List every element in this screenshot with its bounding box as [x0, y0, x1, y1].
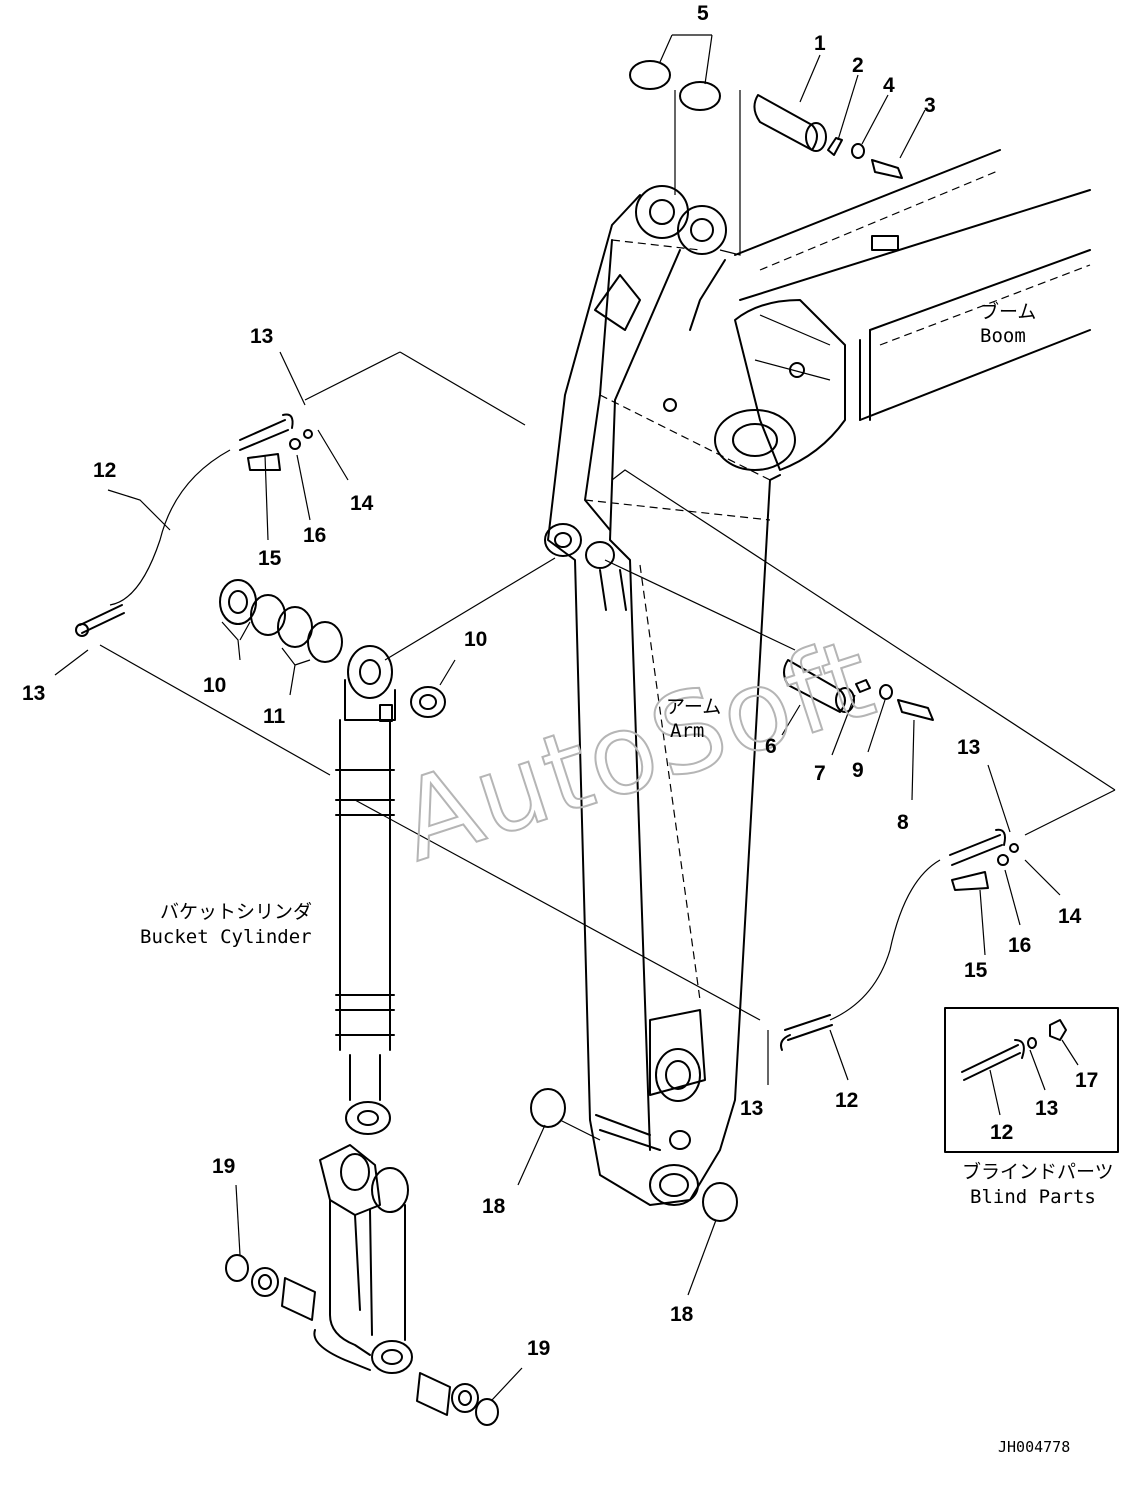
callout-6: 6	[765, 735, 777, 758]
arm-label-jp: アーム	[666, 696, 721, 718]
callout-19-a: 19	[212, 1155, 235, 1178]
callout-13-a: 13	[250, 325, 273, 348]
shim-washers	[219, 579, 446, 718]
callout-12-b: 12	[835, 1089, 858, 1112]
pin-group-top	[629, 60, 903, 179]
callout-15-b: 15	[964, 959, 988, 982]
callout-1: 1	[814, 32, 826, 55]
callout-8: 8	[897, 811, 909, 834]
callout-18-b: 18	[670, 1303, 694, 1326]
boom-structure	[663, 149, 1091, 471]
callout-12-a: 12	[93, 459, 116, 482]
callout-4: 4	[883, 74, 895, 97]
callout-13-b: 13	[22, 682, 45, 705]
callout-14-a: 14	[350, 492, 374, 515]
callout-13-d: 13	[740, 1097, 763, 1120]
callout-12-c: 12	[990, 1121, 1013, 1144]
callout-16-b: 16	[1008, 934, 1031, 957]
leader-lines	[54, 34, 1116, 1401]
callout-2: 2	[852, 54, 864, 77]
callout-13-c: 13	[957, 736, 980, 759]
callout-3: 3	[924, 94, 936, 117]
callout-13-e: 13	[1035, 1097, 1058, 1120]
callout-10-b: 10	[464, 628, 487, 651]
watermark-text: AutoSoft	[385, 613, 889, 886]
callout-5: 5	[697, 2, 709, 25]
cylinder-label-jp: バケットシリンダ	[160, 901, 312, 923]
cylinder-label-en: Bucket Cylinder	[140, 926, 312, 948]
pin-group-middle	[783, 659, 934, 721]
boom-label-en: Boom	[980, 325, 1026, 347]
callout-14-b: 14	[1058, 905, 1082, 928]
callout-9: 9	[852, 759, 864, 782]
arm-label-en: Arm	[670, 720, 704, 742]
bucket-cylinder	[335, 645, 396, 1135]
callout-16-a: 16	[303, 524, 326, 547]
callout-7: 7	[814, 762, 826, 785]
blind-parts-label-en: Blind Parts	[970, 1186, 1096, 1208]
callout-10-a: 10	[203, 674, 226, 697]
callout-19-b: 19	[527, 1337, 550, 1360]
drawing-number: JH004778	[998, 1438, 1070, 1456]
callout-18-a: 18	[482, 1195, 506, 1218]
callout-11: 11	[263, 705, 286, 728]
blind-parts-label-jp: ブラインドパーツ	[962, 1160, 1114, 1183]
callout-numbers: 5 1 2 4 3 13 12 14 16 15 10 13 10 11 6 1…	[22, 2, 1098, 1360]
callout-17: 17	[1075, 1069, 1098, 1092]
seals-bushings	[225, 1088, 738, 1426]
arm-structure	[544, 185, 796, 1206]
bucket-linkage	[313, 1144, 413, 1374]
callout-15-a: 15	[258, 547, 282, 570]
grease-lines	[75, 413, 1019, 1051]
boom-label-jp: ブーム	[980, 300, 1036, 323]
blind-parts-inset	[944, 1007, 1119, 1153]
